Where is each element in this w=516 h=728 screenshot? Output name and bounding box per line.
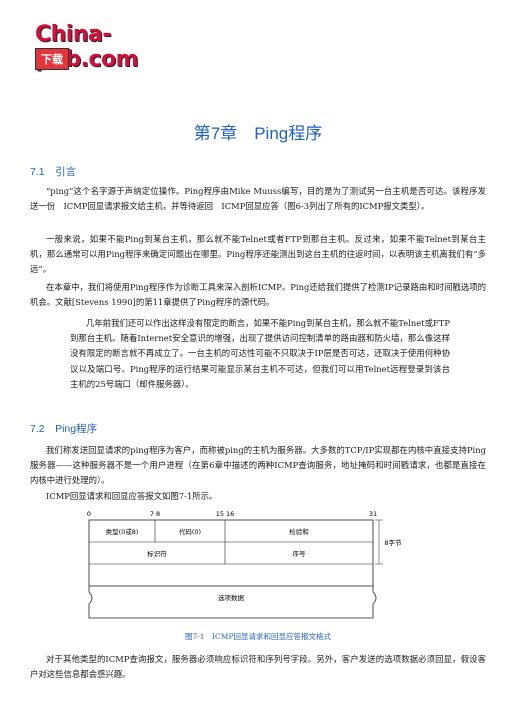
field-data: 选项数据: [218, 593, 245, 602]
section-heading-intro: 7.1 引言: [30, 166, 77, 178]
paragraph-1: “ping”这个名字源于声纳定位操作。Ping程序由Mike Muuss编写，目…: [30, 186, 486, 212]
field-identifier: 标识符: [147, 549, 167, 558]
paragraph-6: 对于其他类型的ICMP查询报文，服务器必须响应标识符和序列号字段。另外，客户发送…: [30, 654, 486, 680]
quote-block: 几年前我们还可以作出这样没有限定的断言，如果不能Ping到某台主机，那么就不能T…: [70, 318, 450, 389]
field-code: 代码(0): [179, 527, 201, 536]
download-button[interactable]: 下载: [35, 48, 69, 70]
field-sequence: 序号: [293, 549, 307, 558]
header-box: [88, 519, 374, 587]
bit-label-0: 0: [87, 510, 91, 518]
paragraph-5: ICMP回显请求和回显应答报文如图7-1所示。: [46, 491, 218, 501]
icmp-echo-format-diagram: 0 7 8 15 16 31 类型(0或8) 代码(0) 检验和 标识符 序号 …: [87, 510, 402, 619]
paragraph-2: 一般来说，如果不能Ping到某台主机，那么就不能Telnet或者FTP到那台主机…: [30, 234, 486, 275]
chapter-title: 第7章 Ping程序: [193, 124, 323, 143]
paragraph-4: 我们称发送回显请求的ping程序为客户，而称被ping的主机为服务器。大多数的T…: [30, 445, 486, 486]
figure-caption: 图7-1 ICMP回显请求和回显应答报文格式: [184, 632, 331, 641]
field-type: 类型(0或8): [106, 527, 139, 536]
section-heading-ping: 7.2 Ping程序: [30, 423, 98, 435]
bit-label-15-16: 15 16: [216, 510, 235, 518]
field-checksum: 检验和: [289, 527, 309, 536]
data-box: [88, 586, 377, 619]
bit-label-31: 31: [369, 510, 377, 518]
side-label-8-bytes: 8字节: [384, 538, 402, 547]
china-pub-logo[interactable]: China-pub.com 下载: [35, 22, 175, 72]
bit-label-7-8: 7 8: [150, 510, 160, 518]
paragraph-3: 在本章中，我们将使用Ping程序作为诊断工具来深入剖析ICMP。Ping还给我们…: [30, 282, 486, 308]
